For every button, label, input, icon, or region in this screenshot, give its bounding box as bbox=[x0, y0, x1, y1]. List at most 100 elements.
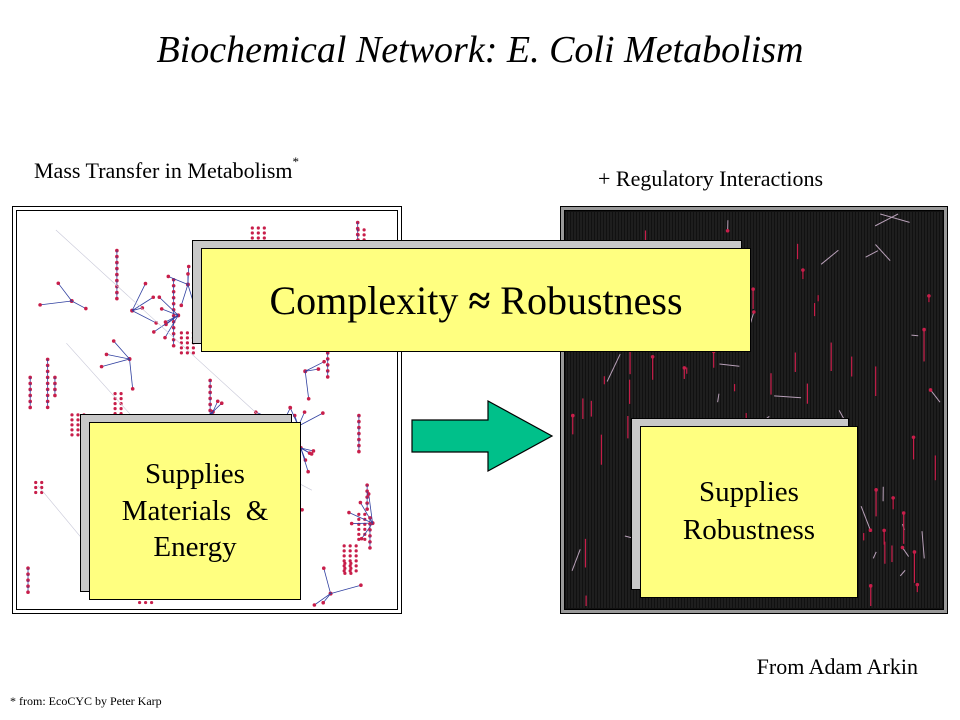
metabolite-node bbox=[343, 571, 347, 575]
metabolite-node bbox=[70, 433, 74, 437]
metabolite-node bbox=[348, 559, 352, 563]
regulatory-node bbox=[751, 287, 755, 291]
metabolite-node bbox=[45, 393, 50, 398]
metabolite-node bbox=[38, 303, 42, 307]
metabolite-node bbox=[256, 226, 260, 230]
metabolite-node bbox=[157, 295, 162, 300]
metabolite-node bbox=[53, 393, 57, 398]
metabolite-node bbox=[357, 449, 361, 454]
regulatory-node bbox=[928, 388, 933, 392]
regulatory-node bbox=[915, 582, 920, 587]
metabolite-node bbox=[115, 248, 119, 253]
metabolite-node bbox=[70, 423, 74, 427]
metabolite-node bbox=[250, 231, 254, 235]
regulatory-node bbox=[900, 545, 905, 550]
regulatory-node bbox=[682, 366, 687, 370]
metabolite-node bbox=[354, 544, 358, 548]
supplies-robustness-line-1: Supplies bbox=[699, 476, 799, 509]
metabolite-node bbox=[113, 396, 117, 401]
metabolite-node bbox=[76, 413, 80, 417]
metabolite-node bbox=[250, 226, 254, 230]
metabolite-node bbox=[76, 428, 80, 432]
metabolite-node bbox=[342, 569, 346, 573]
metabolite-node bbox=[113, 401, 117, 406]
metabolite-node bbox=[349, 521, 354, 526]
metabolite-node bbox=[365, 507, 369, 511]
metabolite-node bbox=[185, 336, 189, 340]
regulatory-caption: + Regulatory Interactions bbox=[598, 166, 824, 191]
metabolite-node bbox=[357, 517, 361, 521]
metabolite-node bbox=[354, 569, 358, 573]
metabolite-node bbox=[104, 352, 109, 357]
supplies-robustness-line-2: Robustness bbox=[682, 514, 816, 546]
metabolite-node bbox=[306, 469, 310, 474]
metabolite-node bbox=[186, 272, 190, 276]
metabolite-node bbox=[151, 295, 156, 300]
source-attribution: From Adam Arkin bbox=[756, 654, 918, 679]
regulatory-node bbox=[725, 228, 730, 233]
metabolite-node bbox=[363, 512, 367, 516]
metabolite-node bbox=[321, 566, 326, 571]
metabolite-node bbox=[163, 335, 167, 340]
complexity-label: Complexity bbox=[269, 277, 459, 323]
metabolite-node bbox=[262, 231, 266, 235]
metabolite-node bbox=[115, 296, 119, 301]
metabolite-node bbox=[34, 480, 38, 485]
metabolite-node bbox=[34, 485, 38, 490]
metabolite-node bbox=[191, 351, 195, 355]
metabolite-node bbox=[191, 346, 195, 350]
metabolite-node bbox=[368, 546, 372, 550]
metabolite-node bbox=[159, 307, 164, 311]
metabolite-node bbox=[321, 411, 325, 415]
supplies-robustness-callout: Supplies Robustness bbox=[640, 426, 858, 598]
footnote-text: from: EcoCYC by Peter Karp bbox=[19, 694, 162, 708]
metabolite-node bbox=[325, 375, 330, 379]
metabolite-node bbox=[76, 433, 80, 437]
metabolite-node bbox=[342, 564, 346, 568]
metabolite-node bbox=[357, 532, 361, 536]
metabolite-node bbox=[45, 405, 50, 410]
metabolite-node bbox=[357, 527, 361, 531]
metabolism-caption-text: Mass Transfer in Metabolism bbox=[34, 158, 293, 183]
metabolite-node bbox=[215, 399, 220, 404]
metabolite-node bbox=[262, 236, 266, 240]
metabolite-node bbox=[28, 405, 33, 410]
metabolite-node bbox=[119, 406, 123, 411]
metabolite-node bbox=[185, 341, 189, 345]
metabolite-node bbox=[363, 537, 367, 541]
metabolite-node bbox=[262, 226, 266, 230]
metabolite-node bbox=[111, 339, 116, 343]
metabolite-node bbox=[256, 236, 260, 240]
metabolite-node bbox=[342, 559, 346, 563]
metabolite-node bbox=[113, 406, 117, 411]
metabolite-node bbox=[362, 228, 366, 232]
metabolite-node bbox=[343, 566, 347, 570]
metabolite-node bbox=[354, 554, 358, 558]
regulatory-node bbox=[922, 327, 926, 332]
metabolite-node bbox=[348, 549, 352, 553]
metabolite-node bbox=[186, 264, 191, 269]
metabolism-caption: Mass Transfer in Metabolism* bbox=[34, 154, 299, 184]
metabolite-node bbox=[45, 399, 50, 404]
metabolite-node bbox=[342, 554, 346, 558]
metabolite-node bbox=[179, 351, 183, 355]
metabolite-node bbox=[348, 544, 352, 548]
metabolite-node bbox=[140, 306, 145, 310]
metabolite-node bbox=[185, 331, 189, 335]
metabolite-node bbox=[355, 220, 360, 225]
regulatory-node bbox=[752, 310, 756, 314]
metabolite-node bbox=[362, 233, 366, 237]
metabolite-node bbox=[76, 418, 80, 422]
regulatory-node bbox=[927, 294, 931, 298]
metabolite-node bbox=[34, 490, 38, 495]
metabolite-node bbox=[300, 507, 304, 512]
metabolite-node bbox=[256, 231, 260, 235]
metabolite-node bbox=[45, 363, 50, 368]
slide-title: Biochemical Network: E. Coli Metabolism bbox=[156, 29, 804, 71]
metabolite-node bbox=[358, 500, 363, 505]
metabolite-node bbox=[45, 369, 50, 374]
metabolite-node bbox=[359, 536, 364, 541]
metabolite-node bbox=[355, 226, 360, 231]
metabolite-node bbox=[45, 381, 50, 386]
metabolite-node bbox=[355, 232, 360, 237]
